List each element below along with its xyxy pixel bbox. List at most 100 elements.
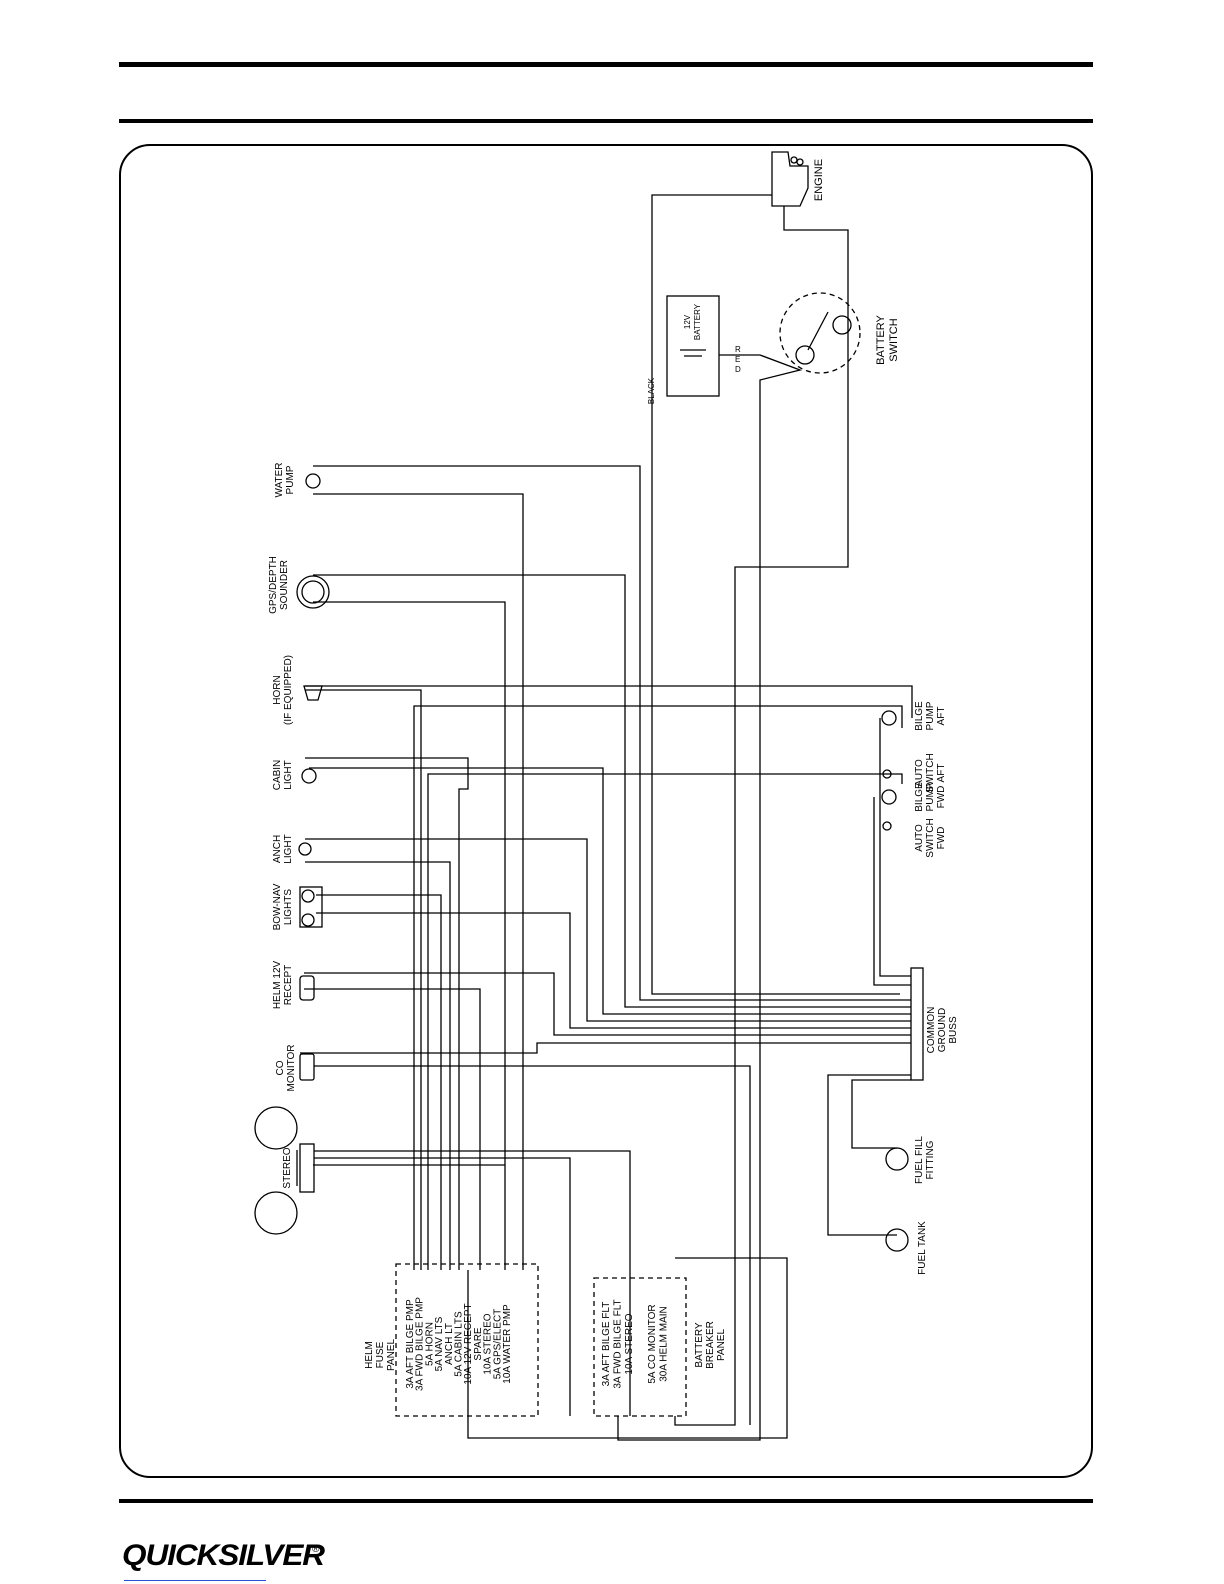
horn-label: HORN (IF EQUIPPED): [272, 655, 294, 725]
gps-label: GPS/DEPTH SOUNDER: [268, 556, 290, 614]
svg-text:PUMP: PUMP: [925, 782, 936, 811]
svg-text:RECEPT: RECEPT: [283, 965, 294, 1006]
svg-text:FUEL FILL: FUEL FILL: [914, 1136, 925, 1184]
anch-light-icon: [298, 842, 312, 856]
fuel-fill-label: FUEL FILL FITTING: [914, 1136, 936, 1184]
svg-text:12V: 12V: [683, 314, 692, 329]
svg-text:BUSS: BUSS: [948, 1016, 959, 1044]
svg-text:AUTO: AUTO: [914, 824, 925, 852]
fuse-item-10: 5A GPS/ELECT: [492, 1309, 503, 1380]
svg-text:PUMP: PUMP: [285, 465, 296, 494]
diagram-frame: [119, 144, 1093, 1478]
header-rule: [119, 119, 1093, 123]
svg-text:CO: CO: [275, 1060, 286, 1075]
water-pump-label: WATER PUMP: [274, 463, 296, 498]
fuse-item-3: 5A HORN: [424, 1322, 435, 1366]
fuse-item-7: 10A 12V RECEPT: [463, 1303, 474, 1384]
fuse-item-4: 5A NAV LTS: [434, 1316, 445, 1371]
fuse-item-1: 3A AFT BILGE PMP: [405, 1299, 416, 1389]
fuel-tank-icon: [885, 1228, 909, 1252]
svg-text:BATTERY: BATTERY: [694, 1322, 705, 1368]
svg-text:BILGE: BILGE: [914, 701, 925, 731]
svg-text:PANEL: PANEL: [386, 1339, 397, 1371]
svg-text:LIGHT: LIGHT: [283, 834, 294, 863]
horn-icon: [303, 685, 323, 701]
svg-text:FWD: FWD: [936, 827, 947, 850]
red-label-r: R: [735, 345, 741, 354]
svg-text:WATER: WATER: [274, 463, 285, 498]
battery-icon: [666, 295, 720, 397]
breaker-item-1: 3A AFT BILGE FLT: [601, 1302, 612, 1387]
svg-text:LIGHTS: LIGHTS: [283, 889, 294, 925]
svg-text:FUSE: FUSE: [375, 1341, 386, 1368]
speaker-icon-2: [254, 1191, 298, 1235]
svg-text:AFT: AFT: [936, 764, 947, 783]
svg-text:SWITCH: SWITCH: [888, 318, 900, 361]
bilge-pump-aft-icon: [881, 710, 897, 726]
helm12v-label: HELM 12V RECEPT: [272, 960, 294, 1009]
svg-text:BLACK: BLACK: [647, 377, 656, 404]
top-rule: [119, 62, 1093, 67]
svg-text:SWITCH: SWITCH: [925, 818, 936, 857]
bilge-pump-fwd-icon: [881, 789, 897, 805]
quicksilver-logo: QUICKSILVER: [122, 1539, 325, 1572]
svg-text:STEREO: STEREO: [282, 1147, 293, 1188]
bow-nav-light-icon-2: [301, 913, 315, 927]
svg-text:MONITOR: MONITOR: [286, 1044, 297, 1091]
fuel-tank-label: FUEL TANK: [917, 1221, 928, 1275]
footer-link-underline: [124, 1580, 266, 1581]
svg-text:ANCH: ANCH: [272, 835, 283, 863]
registered-mark: ®: [312, 1544, 320, 1555]
svg-text:GPS/DEPTH: GPS/DEPTH: [268, 556, 279, 614]
svg-text:ENGINE: ENGINE: [813, 159, 825, 201]
fuse-item-2: 3A FWD BILGE PMP: [415, 1297, 426, 1391]
black-label: BLACK: [647, 377, 656, 404]
svg-text:SWITCH: SWITCH: [925, 753, 936, 792]
breaker-panel-label: BATTERY BREAKER PANEL: [694, 1321, 727, 1369]
auto-switch-fwd-icon: [882, 821, 892, 831]
breaker-item-2: 3A FWD BILGE FLT: [613, 1299, 624, 1388]
stereo-label: STEREO: [282, 1147, 293, 1188]
auto-aft-label: AUTO SWITCH AFT: [914, 753, 947, 792]
cabin-light-icon: [301, 768, 317, 784]
co-monitor-icon: [299, 1053, 315, 1081]
svg-text:GROUND: GROUND: [937, 1008, 948, 1052]
breaker-item-6: 30A HELM MAIN: [659, 1306, 670, 1382]
fuse-item-5: ANCH LT: [444, 1323, 455, 1365]
battery-label: 12V BATTERY: [683, 303, 702, 340]
svg-text:HELM: HELM: [364, 1341, 375, 1369]
svg-text:BREAKER: BREAKER: [705, 1321, 716, 1369]
helm-fuse-panel: [395, 1263, 539, 1417]
svg-text:LIGHT: LIGHT: [283, 760, 294, 789]
fuel-fill-icon: [885, 1147, 909, 1171]
svg-text:BATTERY: BATTERY: [693, 303, 702, 340]
auto-fwd-label: AUTO SWITCH FWD: [914, 818, 947, 857]
svg-text:HELM 12V: HELM 12V: [272, 960, 283, 1009]
ground-buss-label: COMMON GROUND BUSS: [926, 1007, 959, 1054]
svg-text:AUTO: AUTO: [914, 759, 925, 787]
engine-icon: [771, 151, 809, 207]
red-label-d: D: [735, 365, 741, 374]
stereo-icon: [299, 1143, 315, 1193]
speaker-icon-1: [254, 1106, 298, 1150]
svg-text:AFT: AFT: [936, 707, 947, 726]
bilge-aft-label: BILGE PUMP AFT: [914, 701, 947, 731]
svg-text:BATTERY: BATTERY: [875, 314, 887, 364]
engine-label: ENGINE: [813, 159, 825, 201]
bilge-fwd-label: BILGE PUMP FWD: [914, 782, 947, 812]
svg-text:PUMP: PUMP: [925, 701, 936, 730]
svg-text:BOW-NAV: BOW-NAV: [272, 883, 283, 930]
fuse-item-8: SPARE: [473, 1327, 484, 1360]
fuse-item-9: 10A STEREO: [483, 1313, 494, 1374]
water-pump-icon: [305, 473, 321, 489]
cabin-label: CABIN LIGHT: [272, 760, 294, 791]
svg-text:SOUNDER: SOUNDER: [279, 560, 290, 610]
svg-text:(IF EQUIPPED): (IF EQUIPPED): [283, 655, 294, 725]
anch-label: ANCH LIGHT: [272, 834, 294, 863]
battery-switch-label: BATTERY SWITCH: [875, 314, 900, 364]
svg-text:FUEL TANK: FUEL TANK: [917, 1221, 928, 1275]
fuse-panel-label: HELM FUSE PANEL: [364, 1339, 397, 1371]
